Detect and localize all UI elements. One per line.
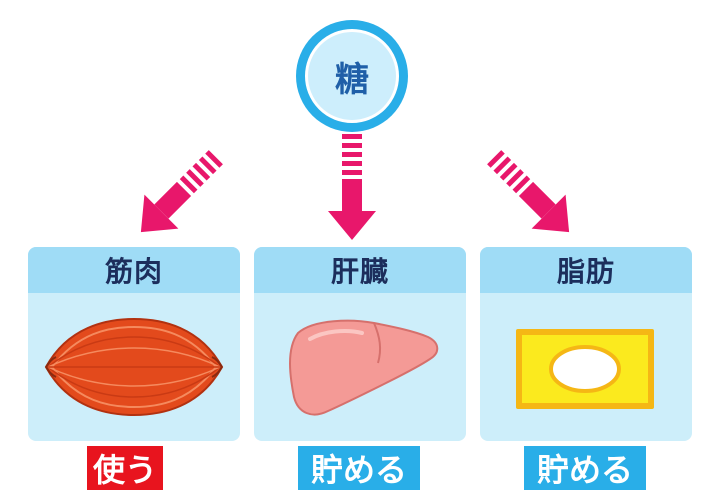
card-muscle: 筋肉	[28, 247, 240, 441]
arrow-to-muscle	[123, 140, 233, 250]
card-title: 脂肪	[480, 247, 692, 293]
sugar-label: 糖	[305, 29, 399, 123]
card-title: 筋肉	[28, 247, 240, 293]
card-title: 肝臓	[254, 247, 466, 293]
sugar-circle: 糖	[296, 20, 408, 132]
arrow-to-liver	[328, 134, 376, 240]
muscle-icon	[44, 317, 224, 417]
fat-cell-icon	[516, 329, 654, 409]
action-label-muscle: 使う	[87, 446, 163, 490]
card-fat: 脂肪	[480, 247, 692, 441]
action-label-liver: 貯める	[298, 446, 420, 490]
arrow-to-fat	[477, 140, 587, 250]
card-liver: 肝臓	[254, 247, 466, 441]
liver-icon	[289, 319, 439, 416]
action-label-fat: 貯める	[524, 446, 646, 490]
